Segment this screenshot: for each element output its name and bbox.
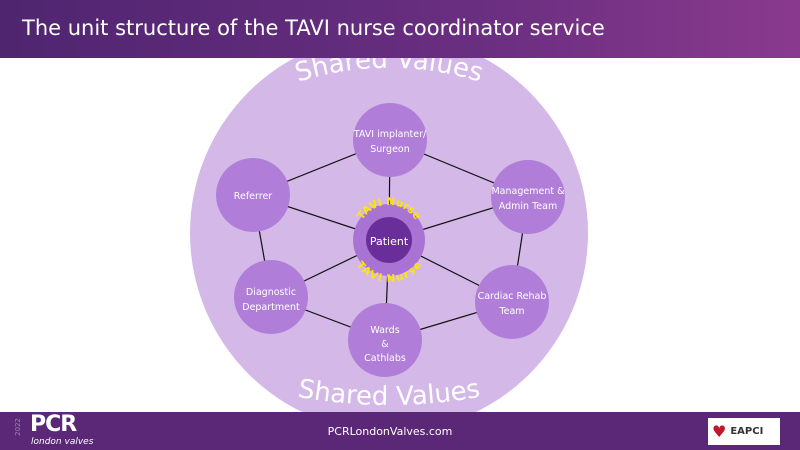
eapci-logo: ♥EAPCI [708,418,780,445]
heart-icon: ♥ [712,422,727,441]
svg-text:Cathlabs: Cathlabs [364,353,406,364]
svg-text:Patient: Patient [370,235,409,248]
svg-text:&: & [381,339,389,350]
header-bar: The unit structure of the TAVI nurse coo… [0,0,800,58]
svg-text:Referrer: Referrer [234,191,272,202]
london-valves-label: london valves [31,437,94,447]
svg-text:Wards: Wards [370,325,399,336]
svg-text:Management &: Management & [491,186,565,197]
svg-text:Cardiac Rehab: Cardiac Rehab [478,291,547,302]
node-wards-cathlabs: Wards & Cathlabs [348,303,422,377]
svg-text:Diagnostic: Diagnostic [246,287,296,298]
node-referrer: Referrer [216,158,290,232]
center-patient: Patient TAVI Nurse TAVI Nurse [353,196,425,285]
pcr-logo: PCR [30,412,77,437]
website-link[interactable]: PCRLondonValves.com [327,425,453,438]
year-label: 2022 [14,418,22,436]
node-management-admin: Management & Admin Team [491,160,565,234]
svg-text:Team: Team [498,306,524,317]
svg-text:TAVI implanter/: TAVI implanter/ [353,129,427,140]
slide-title: The unit structure of the TAVI nurse coo… [22,16,605,40]
svg-text:Admin Team: Admin Team [499,201,557,212]
svg-text:Surgeon: Surgeon [370,144,410,155]
footer-bar: 2022 PCR london valves PCRLondonValves.c… [0,412,800,450]
node-tavi-implanter: TAVI implanter/Surgeon [353,103,427,177]
svg-text:Department: Department [242,302,300,313]
